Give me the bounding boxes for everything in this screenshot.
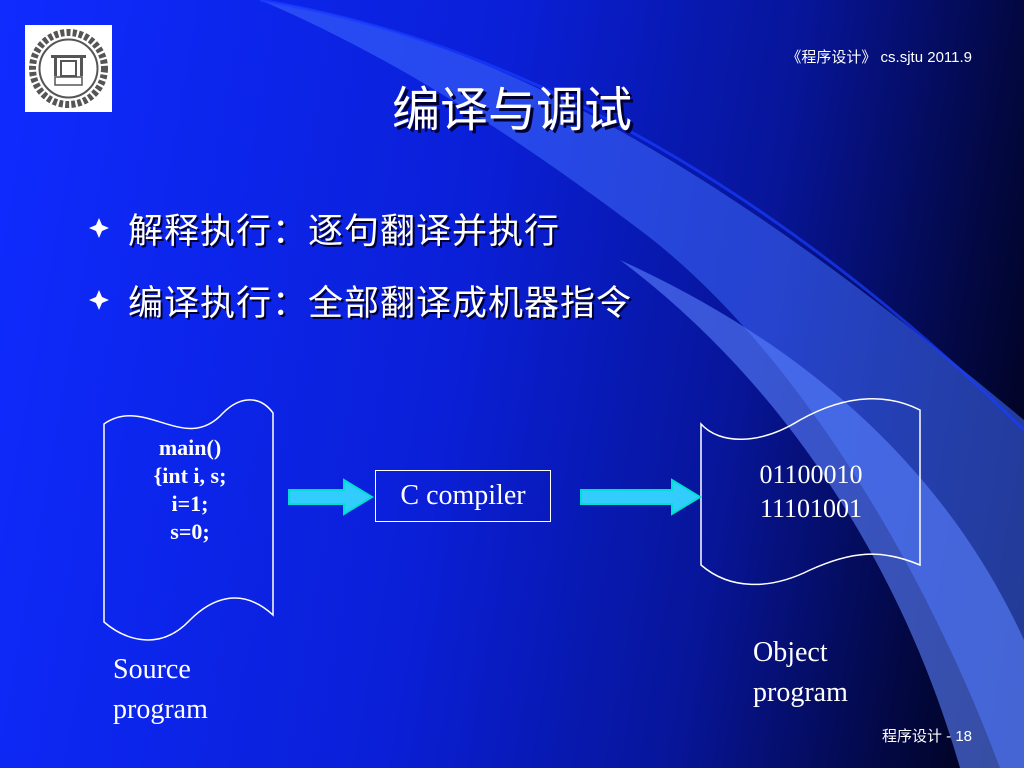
- bullet-item-compile: 编译执行：全部翻译成机器指令: [88, 264, 632, 336]
- bullet-list: 解释执行：逐句翻译并执行 编译执行：全部翻译成机器指令: [88, 192, 632, 336]
- bullet-item-interpret: 解释执行：逐句翻译并执行: [88, 192, 632, 264]
- bullet-text: 编译执行：全部翻译成机器指令: [128, 283, 633, 324]
- sjtu-logo-icon: [25, 25, 112, 112]
- c-compiler-box: C compiler: [375, 470, 551, 522]
- arrow-right-icon: [580, 478, 702, 516]
- diamond-bullet-icon: [88, 289, 128, 311]
- diamond-bullet-icon: [88, 217, 128, 239]
- object-code-text: 01100010 11101001: [759, 460, 863, 523]
- course-header-note: 《程序设计》 cs.sjtu 2011.9: [786, 49, 972, 66]
- object-program-caption: Object program: [753, 637, 848, 708]
- slide-footer-page-number: 程序设计 - 18: [881, 728, 972, 745]
- arrow-right-icon: [288, 478, 374, 516]
- bullet-text: 解释执行：逐句翻译并执行: [128, 211, 561, 252]
- slide-title: 编译与调试: [391, 82, 632, 138]
- source-program-caption: Source program: [113, 654, 208, 725]
- source-code-text: main() {int i, s; i=1; s=0;: [153, 435, 227, 544]
